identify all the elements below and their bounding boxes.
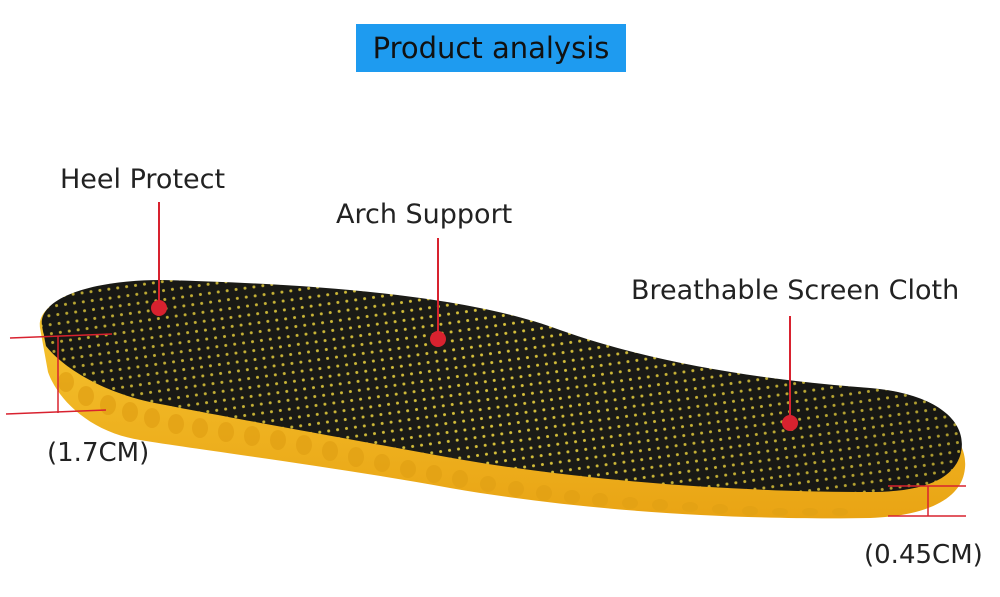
- insole-top-shading: [41, 280, 962, 492]
- heel-protect-label: Heel Protect: [60, 164, 226, 195]
- foam-texture: [58, 372, 848, 516]
- heel-pointer-dot: [151, 300, 167, 316]
- heel-thickness-marker: [5, 333, 113, 415]
- page-title: Product analysis: [372, 31, 610, 65]
- breathable-cloth-label: Breathable Screen Cloth: [631, 275, 960, 306]
- heel-thickness-label: (1.7CM): [47, 438, 150, 468]
- toe-thickness-label: (0.45CM): [864, 540, 983, 570]
- cloth-pointer-dot: [782, 415, 798, 431]
- title-banner: Product analysis: [356, 24, 626, 72]
- arch-pointer-dot: [430, 331, 446, 347]
- arch-support-label: Arch Support: [336, 199, 513, 230]
- toe-thickness-marker: [888, 485, 966, 517]
